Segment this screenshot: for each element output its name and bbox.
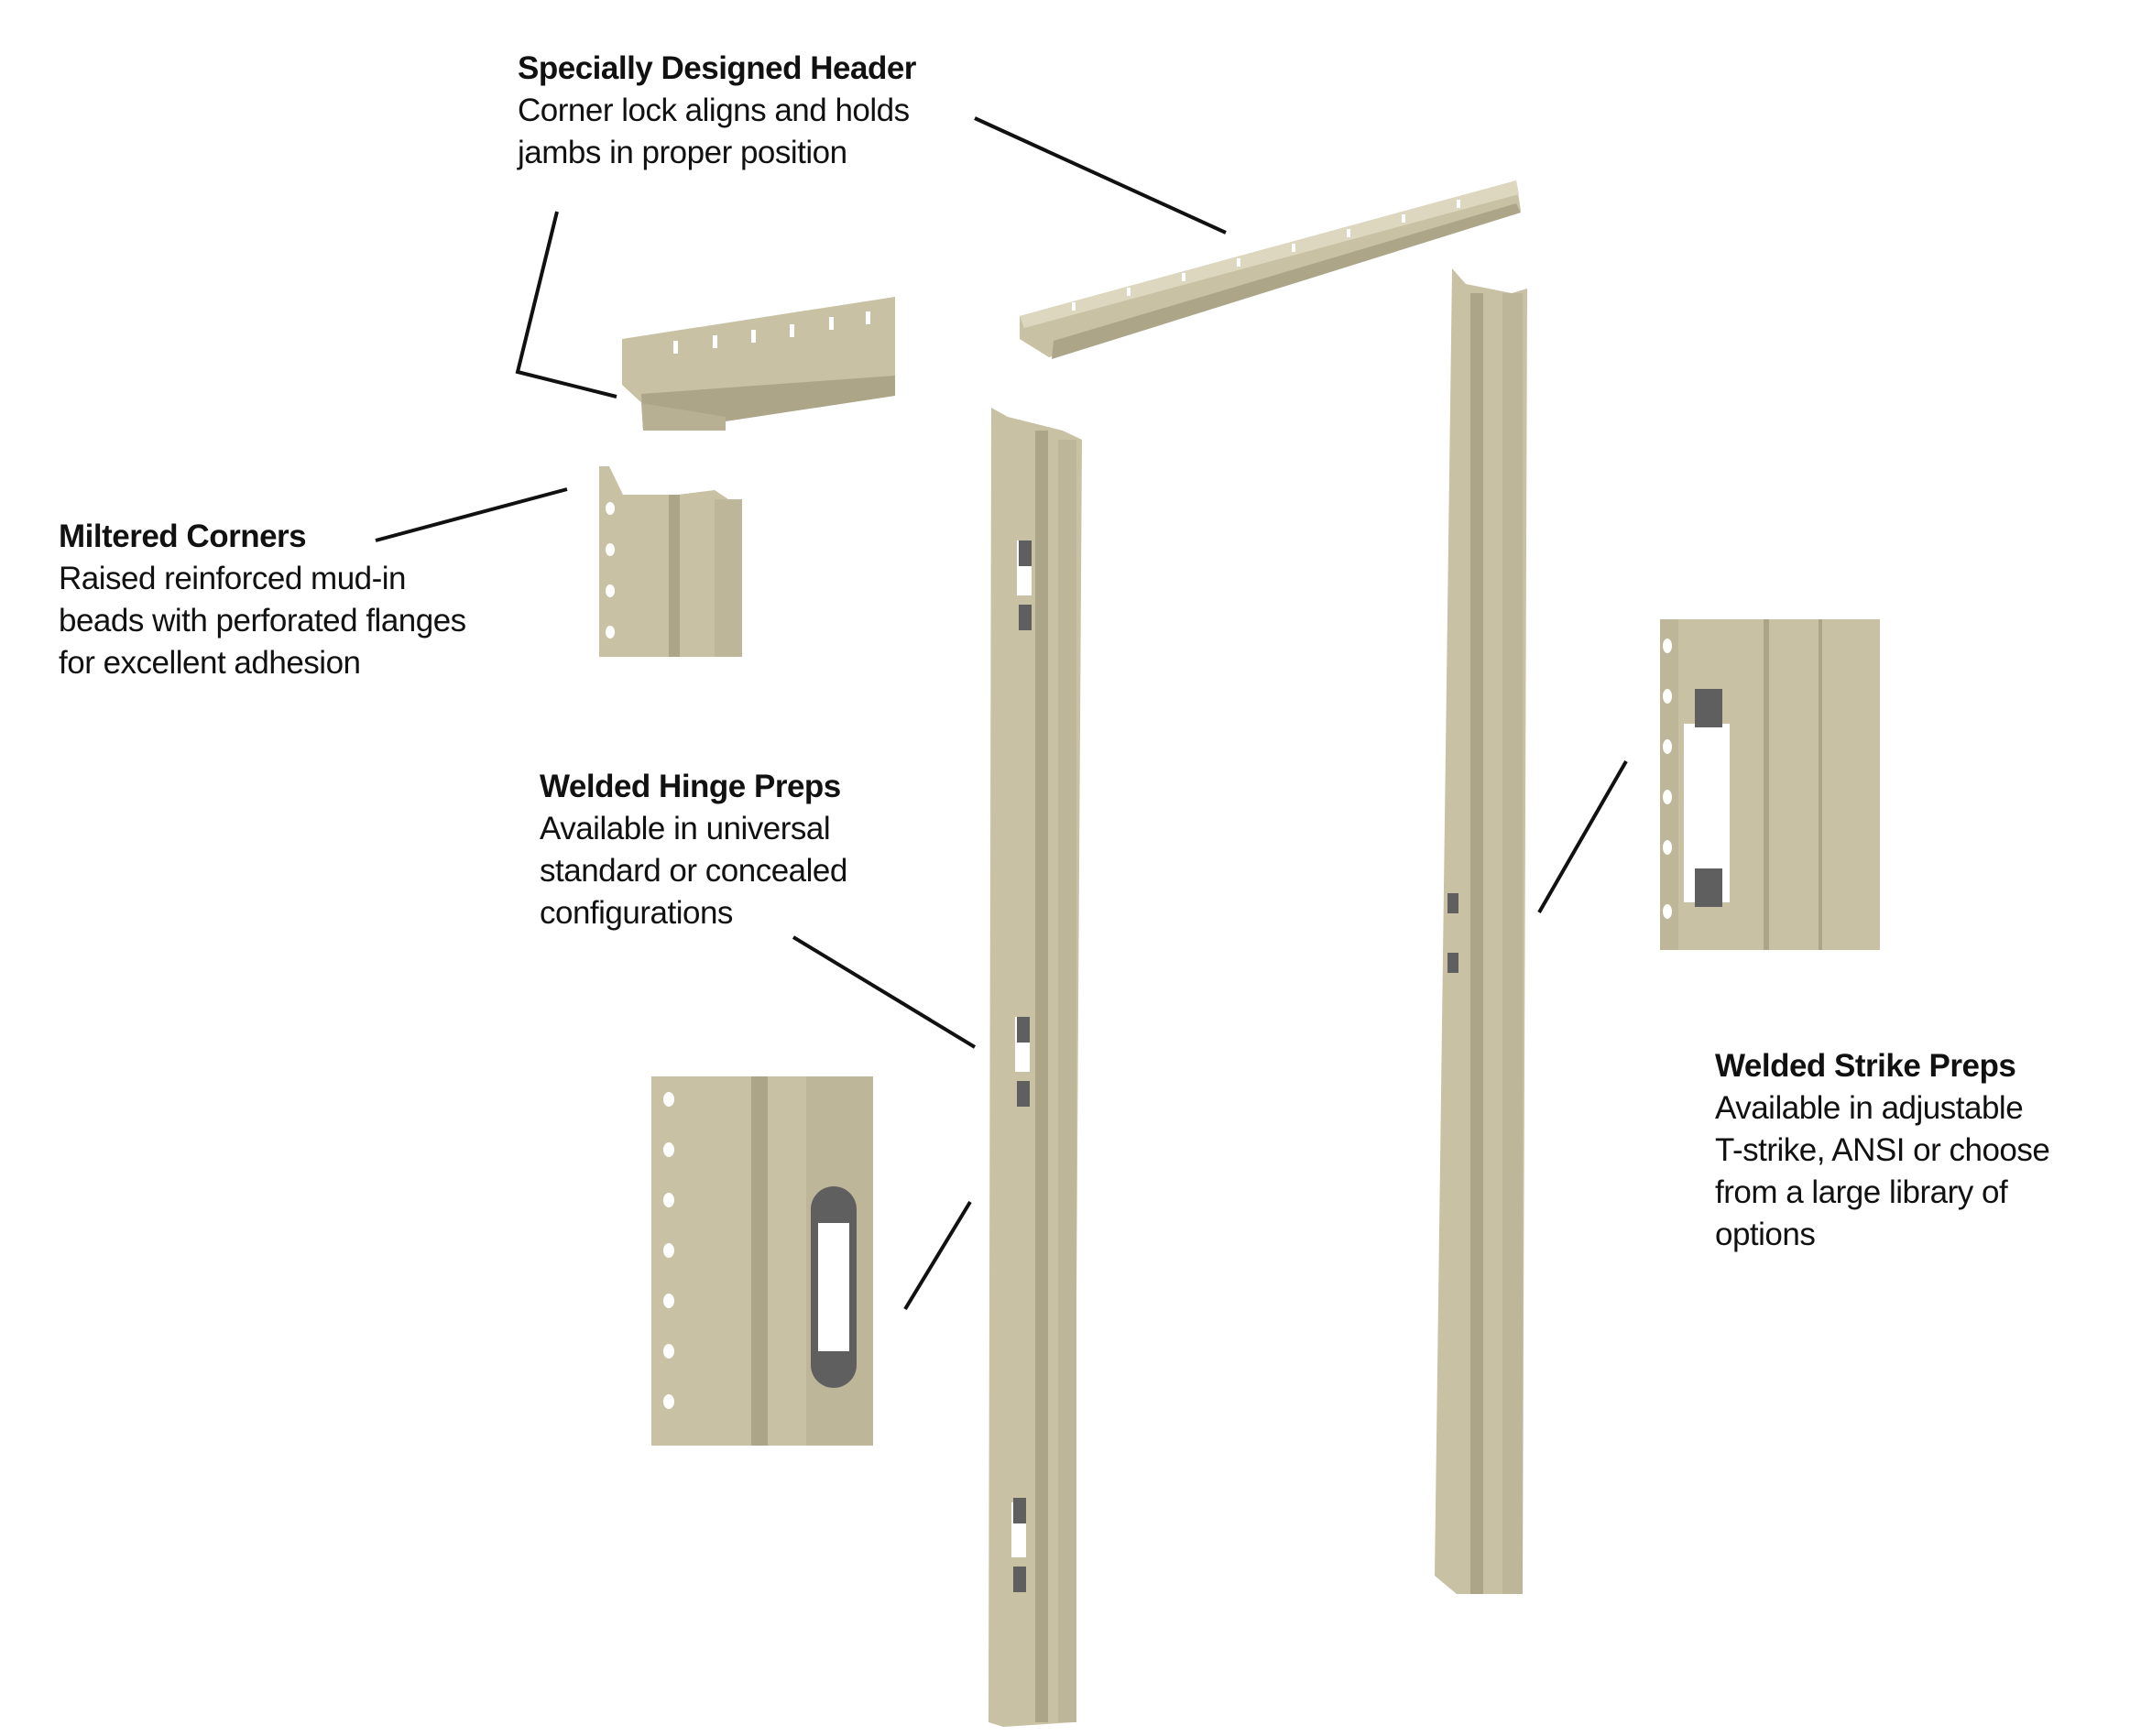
callout-corners: Miltered Corners Raised reinforced mud-i… <box>59 516 466 684</box>
callout-title: Specially Designed Header <box>518 50 916 86</box>
hinge-detail-leader-line <box>903 1200 972 1311</box>
callout-title: Miltered Corners <box>59 519 307 554</box>
callout-strike: Welded Strike Preps Available in adjusta… <box>1715 1045 2050 1256</box>
callout-description: Corner lock aligns and holds jambs in pr… <box>518 93 910 170</box>
hinge-prep <box>1017 540 1032 630</box>
callout-header: Specially Designed Header Corner lock al… <box>518 48 916 174</box>
leader-lines <box>375 116 1628 1311</box>
strike-prep <box>1447 893 1458 973</box>
callout-description: Available in universal standard or conce… <box>540 811 847 931</box>
hinge-prep <box>1015 1017 1030 1107</box>
strike-leader-line <box>1537 760 1628 913</box>
callout-hinge: Welded Hinge Preps Available in universa… <box>540 766 847 934</box>
hinge-detail-inset <box>651 1076 873 1446</box>
callout-description: Available in adjustable T-strike, ANSI o… <box>1715 1090 2050 1252</box>
strike-detail-inset <box>1660 619 1880 950</box>
callout-title: Welded Strike Preps <box>1715 1048 2016 1084</box>
corners-leader-line <box>375 487 568 542</box>
corner-jamb-detail <box>599 466 742 657</box>
hinge-jamb <box>989 408 1082 1727</box>
strike-jamb <box>1435 268 1527 1594</box>
hinge-leader-line <box>792 935 977 1049</box>
corner-header-detail <box>622 297 895 431</box>
callout-title: Welded Hinge Preps <box>540 769 841 804</box>
header-leader-line <box>974 116 1227 235</box>
hinge-prep <box>1011 1498 1026 1592</box>
corner-header-leader-line <box>515 211 617 399</box>
callout-description: Raised reinforced mud-in beads with perf… <box>59 561 466 681</box>
header-beam <box>1020 180 1521 359</box>
